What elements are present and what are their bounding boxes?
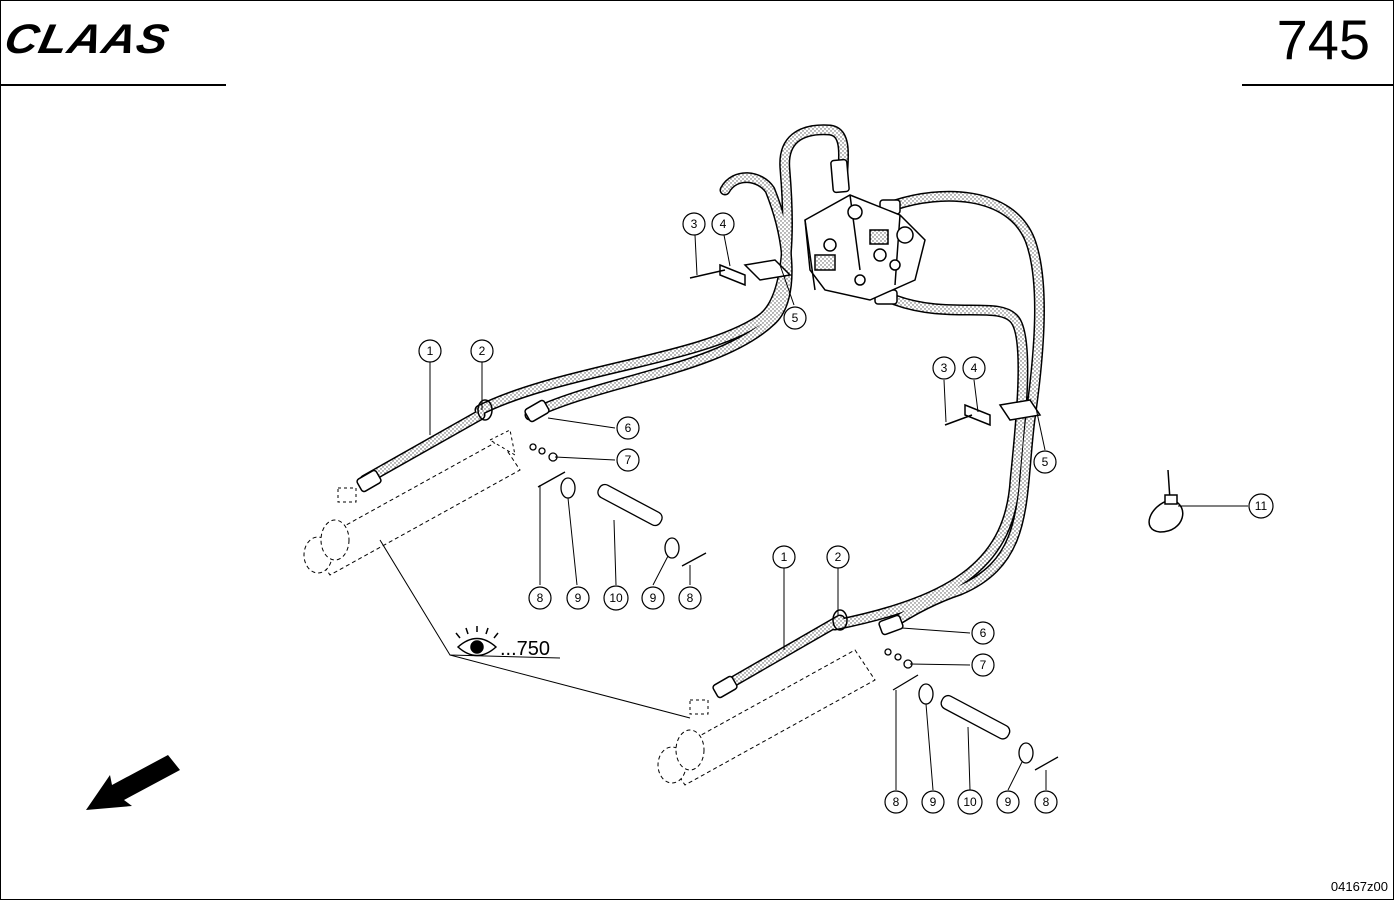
svg-text:1: 1 <box>781 550 788 564</box>
svg-text:9: 9 <box>575 591 582 605</box>
callout-5: 5 <box>783 306 807 330</box>
svg-text:7: 7 <box>980 658 987 672</box>
callout-1: 1 <box>418 339 442 363</box>
svg-text:6: 6 <box>625 421 632 435</box>
svg-text:8: 8 <box>537 591 544 605</box>
svg-text:8: 8 <box>893 795 900 809</box>
svg-text:4: 4 <box>971 361 978 375</box>
callout-2: 2 <box>470 339 494 363</box>
callout-10: 10 <box>603 585 629 611</box>
svg-text:2: 2 <box>479 344 486 358</box>
callout-6: 6 <box>971 621 995 645</box>
svg-text:1: 1 <box>427 344 434 358</box>
small-parts-left <box>529 443 707 567</box>
callout-8: 8 <box>528 586 552 610</box>
callout-7: 7 <box>616 448 640 472</box>
cable-tie <box>1148 469 1184 533</box>
callout-3: 3 <box>932 356 956 380</box>
drawing-code: 04167z00 <box>1330 879 1388 894</box>
callout-5: 5 <box>1033 450 1057 474</box>
svg-text:9: 9 <box>650 591 657 605</box>
leader-lines <box>379 234 1248 791</box>
small-parts-right <box>884 648 1059 771</box>
svg-text:3: 3 <box>941 361 948 375</box>
callout-2: 2 <box>826 545 850 569</box>
svg-text:10: 10 <box>963 795 977 809</box>
svg-text:10: 10 <box>609 591 623 605</box>
callout-6: 6 <box>616 416 640 440</box>
hose-clamps <box>477 259 1042 631</box>
callout-8: 8 <box>678 586 702 610</box>
callout-9: 9 <box>996 790 1020 814</box>
svg-text:5: 5 <box>792 311 799 325</box>
svg-text:8: 8 <box>687 591 694 605</box>
callout-4: 4 <box>711 212 735 236</box>
callout-8: 8 <box>1034 790 1058 814</box>
svg-text:7: 7 <box>625 453 632 467</box>
reference-text: ...750 <box>500 638 550 660</box>
hose-fittings <box>356 158 904 699</box>
hoses <box>359 124 1045 694</box>
callout-10: 10 <box>957 789 983 815</box>
svg-text:8: 8 <box>1043 795 1050 809</box>
hydraulic-cylinder-right <box>657 649 876 786</box>
callout-9: 9 <box>566 586 590 610</box>
svg-text:11: 11 <box>1255 499 1268 513</box>
callout-7: 7 <box>971 653 995 677</box>
header-rule-left <box>0 84 226 86</box>
svg-text:3: 3 <box>691 217 698 231</box>
callout-9: 9 <box>641 586 665 610</box>
svg-text:2: 2 <box>835 550 842 564</box>
callout-11: 11 <box>1248 493 1274 519</box>
header-rule-right <box>1242 84 1394 86</box>
callout-1: 1 <box>772 545 796 569</box>
hydraulic-cylinder-left <box>303 429 521 576</box>
svg-text:9: 9 <box>930 795 937 809</box>
control-valve-block <box>804 194 926 301</box>
callout-9: 9 <box>921 790 945 814</box>
callout-3: 3 <box>682 212 706 236</box>
direction-arrow-icon <box>86 755 180 810</box>
svg-text:5: 5 <box>1042 455 1049 469</box>
callout-4: 4 <box>962 356 986 380</box>
svg-text:9: 9 <box>1005 795 1012 809</box>
eye-icon <box>455 626 499 657</box>
svg-text:6: 6 <box>980 626 987 640</box>
callout-8: 8 <box>884 790 908 814</box>
page-number: 745 <box>1276 8 1370 71</box>
svg-text:4: 4 <box>720 217 727 231</box>
